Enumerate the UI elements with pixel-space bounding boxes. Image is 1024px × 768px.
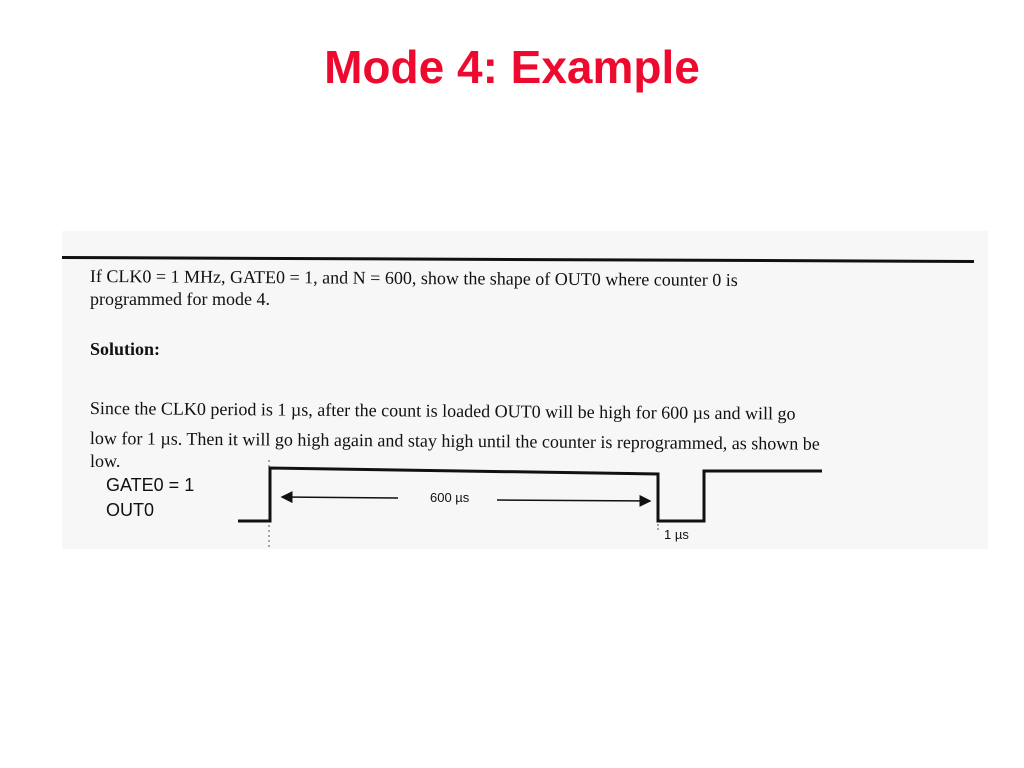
- duration-arrow-left: [280, 491, 399, 504]
- out-label: OUT0: [106, 500, 155, 520]
- scanned-excerpt: [62, 231, 988, 549]
- slide-title: Mode 4: Example: [324, 41, 700, 93]
- high-duration-label: 600 µs: [430, 490, 470, 505]
- solution-heading: Solution:: [90, 339, 161, 359]
- problem-line-2: programmed for mode 4.: [90, 289, 270, 309]
- solution-line-3: low.: [90, 451, 121, 471]
- out0-waveform: [238, 466, 822, 523]
- low-duration-label: 1 µs: [664, 527, 689, 542]
- gate-label: GATE0 = 1: [106, 475, 195, 495]
- duration-arrow-right: [496, 494, 652, 507]
